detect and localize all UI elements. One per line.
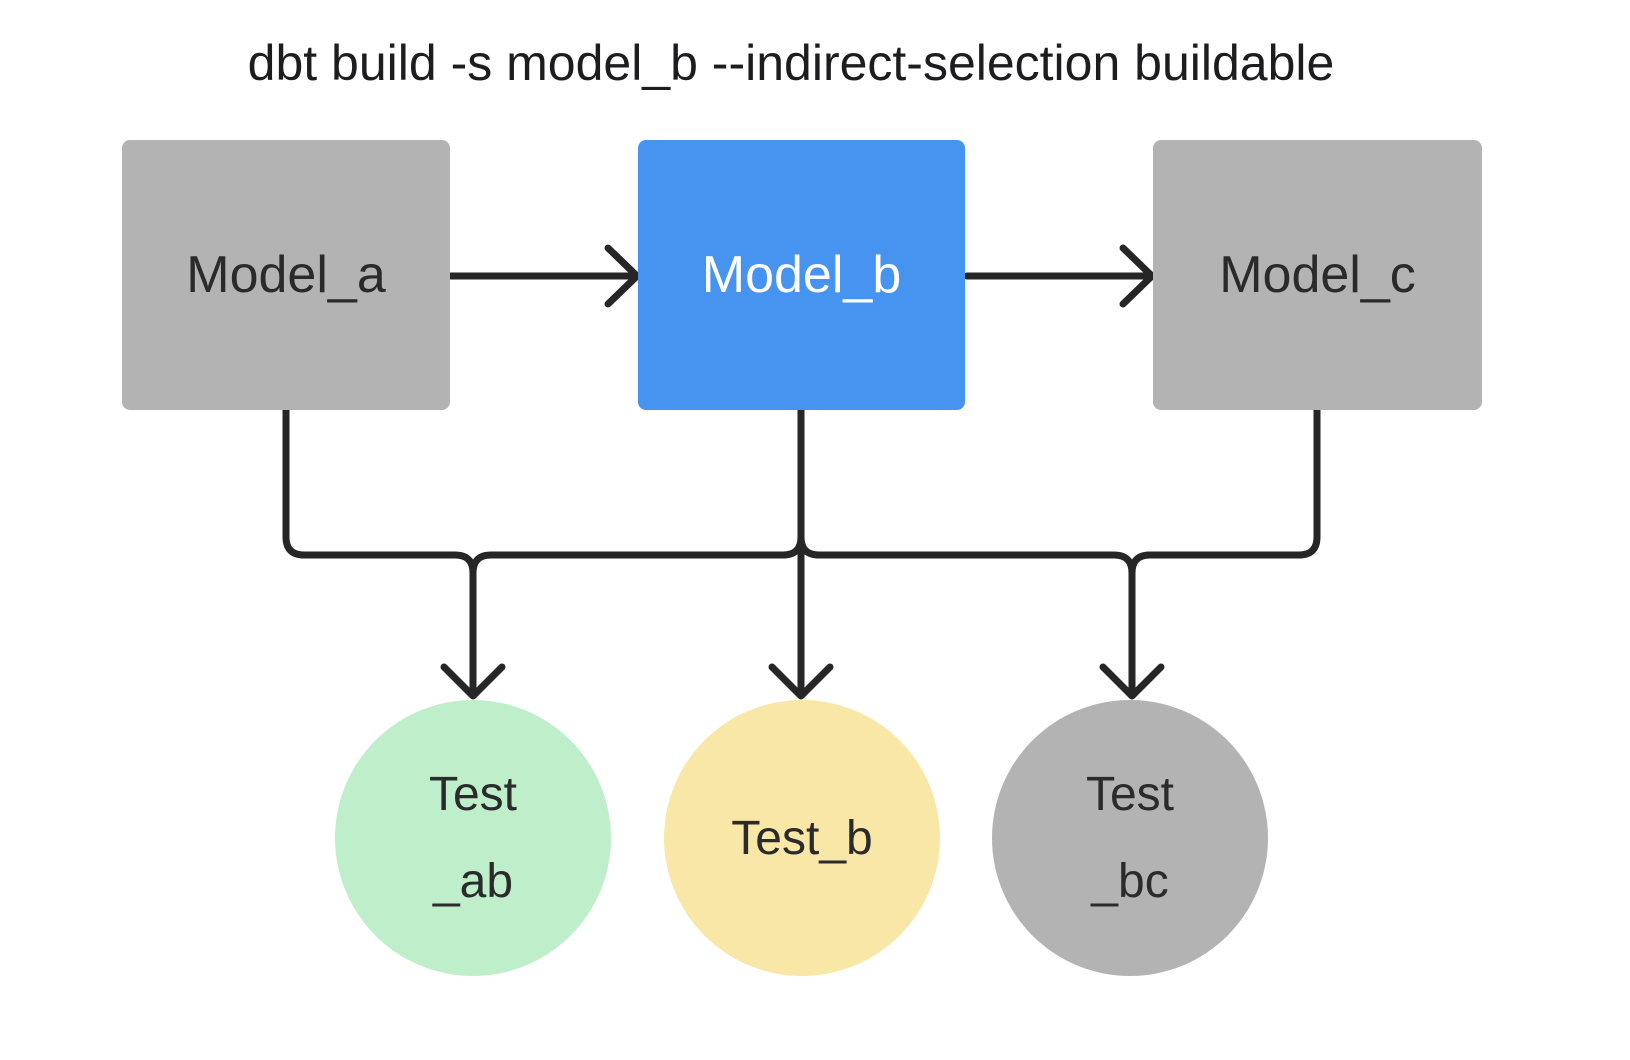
node-model-b: Model_b xyxy=(638,140,965,410)
node-test-bc-label-line2: _bc xyxy=(1091,855,1169,908)
node-test-b: Test_b xyxy=(664,700,940,976)
node-model-a: Model_a xyxy=(122,140,450,410)
node-model-b-label: Model_b xyxy=(701,246,902,304)
node-test-b-label-line1: Test_b xyxy=(731,811,873,865)
arrowhead-test-bc-icon xyxy=(1099,663,1165,700)
edge-model-a-to-test-ab xyxy=(282,406,477,696)
node-test-bc-label-line1: Test xyxy=(1085,768,1175,821)
arrowhead-test-ab-icon xyxy=(440,663,506,700)
node-test-bc: Test _bc xyxy=(992,700,1268,976)
node-model-a-label: Model_a xyxy=(186,246,386,304)
diagram-title: dbt build -s model_b --indirect-selectio… xyxy=(247,35,1335,91)
edge-model-b-to-test-ab xyxy=(469,406,805,696)
node-test-ab-label-line1: Test xyxy=(428,768,518,821)
arrowhead-test-b-icon xyxy=(768,663,834,700)
node-model-c-label: Model_c xyxy=(1219,246,1416,304)
arrowhead-model-c-icon xyxy=(1119,244,1156,308)
node-test-ab-label-line2: _ab xyxy=(432,855,514,908)
arrowhead-model-b-icon xyxy=(604,244,641,308)
edge-model-c-to-test-bc xyxy=(1128,406,1321,696)
node-test-ab: Test _ab xyxy=(335,700,611,976)
node-model-c: Model_c xyxy=(1153,140,1482,410)
edge-model-b-to-test-bc xyxy=(797,406,1136,696)
